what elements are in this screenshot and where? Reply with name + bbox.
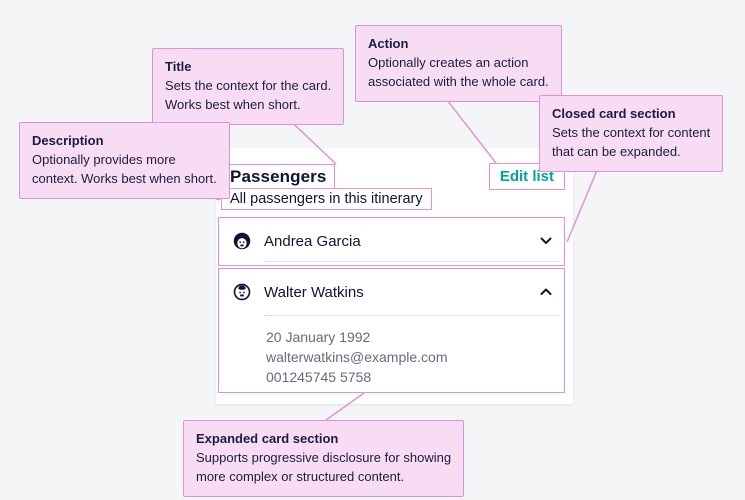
section-divider: [264, 315, 560, 316]
note-description: Description Optionally provides more con…: [19, 122, 230, 199]
note-heading: Action: [368, 36, 409, 51]
note-body: Supports progressive disclosure for show…: [196, 450, 452, 484]
note-closed-card-section: Closed card section Sets the context for…: [539, 95, 724, 172]
note-body: Sets the context for content that can be…: [552, 125, 711, 159]
note-heading: Closed card section: [552, 106, 676, 121]
passenger-email: walterwatkins@example.com: [266, 349, 448, 365]
passenger-details: 20 January 1992 walterwatkins@example.co…: [219, 316, 564, 387]
chevron-down-icon[interactable]: [538, 233, 554, 249]
note-heading: Description: [32, 133, 104, 148]
note-body: Optionally creates an action associated …: [368, 55, 549, 89]
passenger-name: Andrea Garcia: [264, 232, 361, 250]
section-divider: [264, 261, 560, 262]
girl-avatar-icon: [233, 232, 251, 250]
note-action: Action Optionally creates an action asso…: [355, 25, 562, 102]
chevron-up-icon[interactable]: [538, 284, 554, 300]
note-expanded-card-section: Expanded card section Supports progressi…: [183, 420, 465, 497]
note-heading: Expanded card section: [196, 431, 339, 446]
passenger-phone: 001245745 5758: [266, 369, 372, 385]
passenger-name: Walter Watkins: [264, 283, 364, 301]
note-body: Sets the context for the card. Works bes…: [165, 78, 332, 112]
boy-avatar-icon: [233, 283, 251, 301]
section-header-walter[interactable]: Walter Watkins: [219, 269, 564, 315]
note-body: Optionally provides more context. Works …: [32, 152, 217, 186]
passenger-birthdate: 20 January 1992: [266, 329, 371, 345]
card-section-walter[interactable]: Walter Watkins 20 January 1992 walterwat…: [218, 268, 565, 393]
section-header-andrea[interactable]: Andrea Garcia: [219, 218, 564, 264]
card-description: All passengers in this itinerary: [221, 187, 432, 210]
note-title: Title Sets the context for the card. Wor…: [152, 48, 345, 125]
note-heading: Title: [165, 59, 192, 74]
card-section-andrea[interactable]: Andrea Garcia: [218, 217, 565, 266]
card-title: Passengers: [221, 164, 336, 190]
